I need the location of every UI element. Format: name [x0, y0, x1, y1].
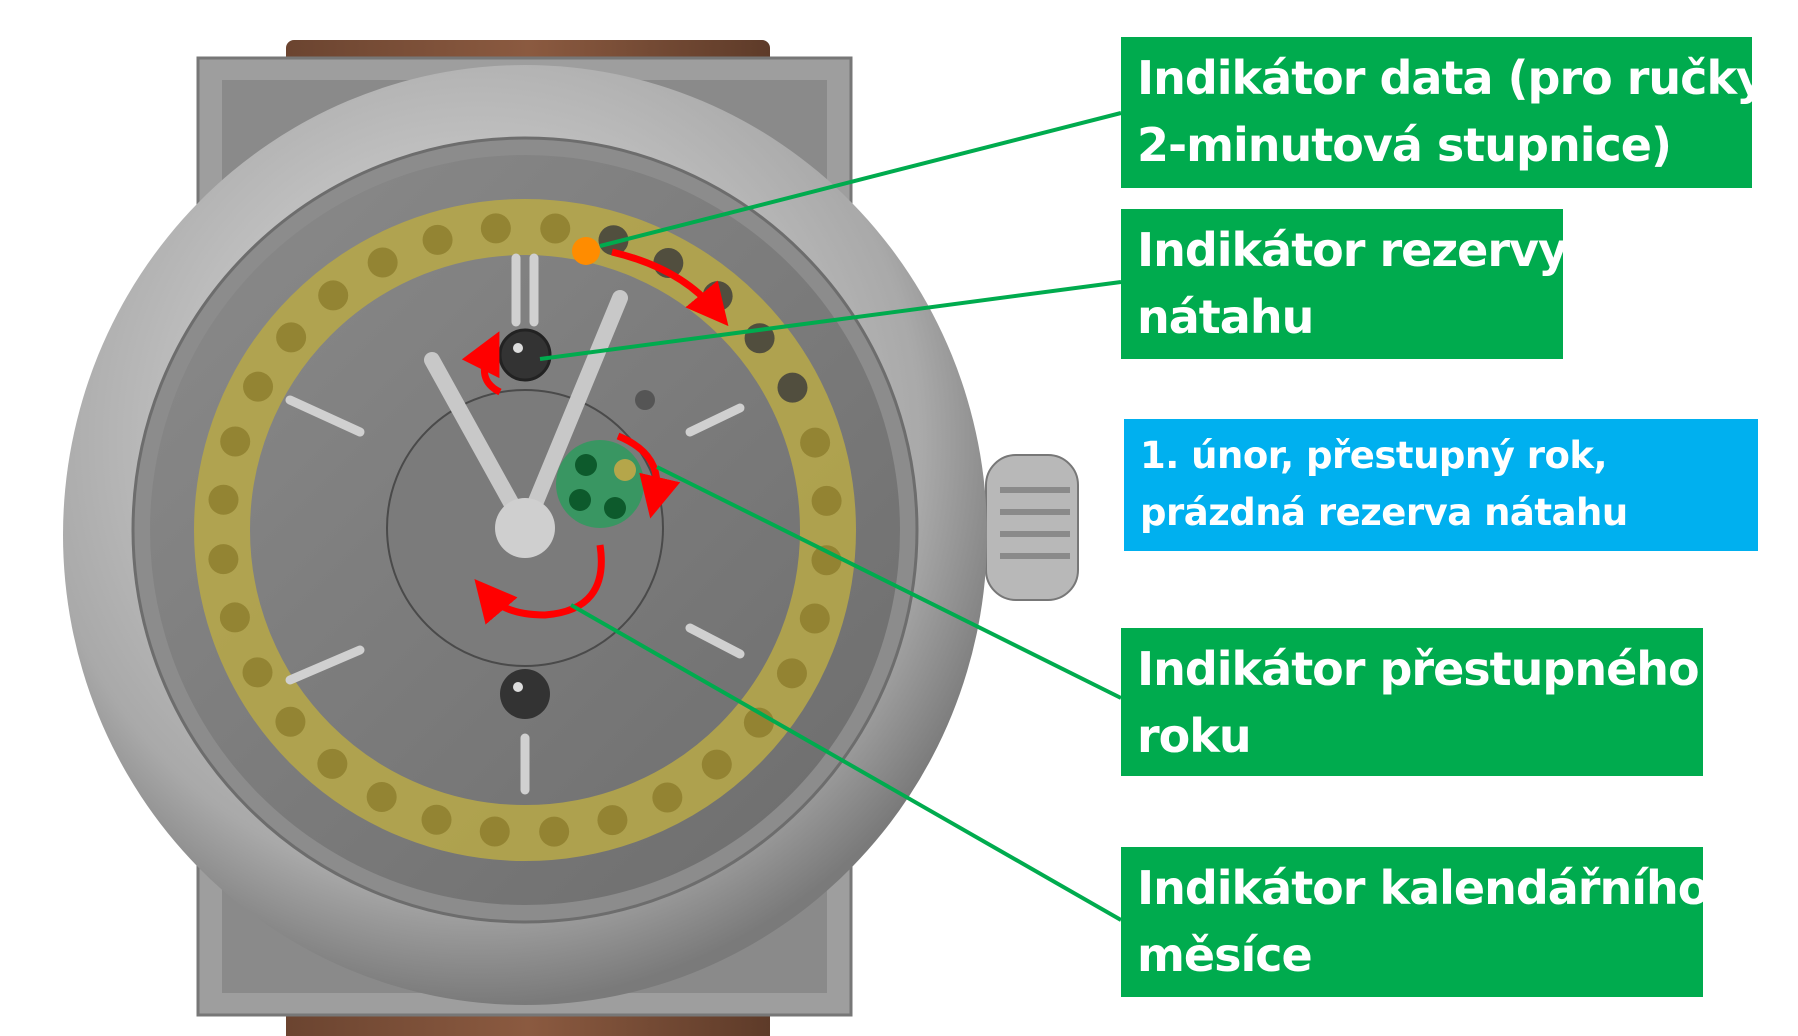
date-dot: [243, 371, 274, 402]
label-line: roku: [1137, 709, 1252, 763]
date-dot: [276, 322, 307, 353]
label-line: Indikátor data (pro ručky: [1137, 51, 1766, 105]
date-dot: [421, 804, 452, 835]
date-dot: [366, 781, 397, 812]
date-dot: [367, 247, 398, 278]
leader-lines: [539, 111, 1122, 922]
label-date-indicator: Indikátor data (pro ručky 2-minutová stu…: [1121, 37, 1766, 188]
date-dot: [219, 602, 250, 633]
date-dot: [540, 213, 571, 244]
crown: [985, 454, 1079, 601]
date-dot: [811, 545, 842, 576]
date-dot: [777, 372, 808, 403]
hour-markers: [285, 253, 745, 795]
label-line: Indikátor přestupného: [1137, 642, 1700, 696]
label-leap-year: Indikátor přestupného roku: [1121, 628, 1703, 776]
date-dot: [800, 427, 831, 458]
screw: [635, 390, 655, 410]
date-dot: [652, 782, 683, 813]
date-dot: [776, 658, 807, 689]
date-dot: [811, 485, 842, 516]
label-calendar-month: Indikátor kalendářního měsíce: [1121, 847, 1709, 997]
date-dot: [275, 706, 306, 737]
date-dot: [479, 816, 510, 847]
label-power-reserve: Indikátor rezervy nátahu: [1121, 209, 1568, 359]
date-dot: [242, 657, 273, 688]
hands-pivot: [495, 498, 555, 558]
hands: [424, 290, 628, 536]
leap-year-disk: [556, 440, 644, 528]
label-line: 2-minutová stupnice): [1137, 118, 1672, 172]
date-dot: [208, 544, 239, 575]
label-current-state: 1. únor, přestupný rok, prázdná rezerva …: [1124, 419, 1758, 551]
label-line: nátahu: [1137, 290, 1314, 344]
date-dot: [318, 280, 349, 311]
date-ring: [194, 199, 856, 861]
date-dot: [701, 749, 732, 780]
date-dot: [422, 224, 453, 255]
date-marker: [572, 237, 600, 265]
date-dot: [598, 225, 629, 256]
date-dot: [220, 426, 251, 457]
date-dot: [597, 805, 628, 836]
label-line: 1. únor, přestupný rok,: [1140, 434, 1608, 477]
date-dot: [208, 484, 239, 515]
label-line: Indikátor rezervy: [1137, 223, 1568, 277]
date-dot: [480, 213, 511, 244]
label-line: prázdná rezerva nátahu: [1140, 491, 1628, 534]
date-dot: [317, 748, 348, 779]
label-line: Indikátor kalendářního: [1137, 861, 1709, 915]
red-arrows: [461, 248, 729, 625]
date-dot: [702, 281, 733, 312]
power-reserve-subdial: [498, 328, 552, 382]
date-dot: [539, 816, 570, 847]
label-line: měsíce: [1137, 928, 1313, 982]
date-dot: [799, 603, 830, 634]
bottom-subdial: [500, 669, 550, 719]
